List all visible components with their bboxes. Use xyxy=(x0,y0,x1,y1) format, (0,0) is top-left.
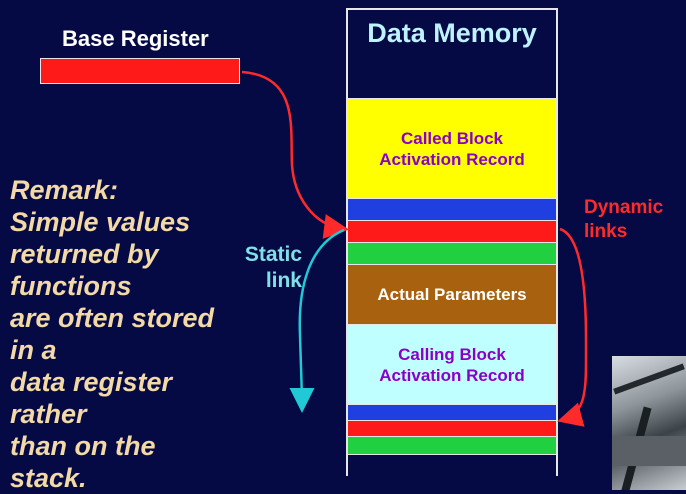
base-register-box xyxy=(40,58,240,84)
actual-parameters-block: Actual Parameters xyxy=(348,264,556,324)
called-block-red-slot xyxy=(348,220,556,242)
calling-block-green-slot xyxy=(348,436,556,454)
presenter-camera-thumbnail xyxy=(612,356,686,490)
dynamic-link-arrow xyxy=(557,227,588,427)
calling-block-red-slot xyxy=(348,420,556,436)
base-register-label: Base Register xyxy=(62,26,209,51)
called-block-blue-slot xyxy=(348,198,556,220)
memory-empty-slot xyxy=(348,454,556,476)
base-register-pointer-arrow xyxy=(241,70,349,239)
calling-block-activation-record: Calling Block Activation Record xyxy=(348,324,556,404)
data-memory-stack: Data Memory Called Block Activation Reco… xyxy=(346,8,558,476)
calling-block-blue-slot xyxy=(348,404,556,420)
static-link-arrow xyxy=(289,228,345,413)
data-memory-title: Data Memory xyxy=(367,18,537,48)
dynamic-links-label: Dynamic links xyxy=(584,197,664,242)
remark-text: Remark: Simple values returned by functi… xyxy=(10,175,215,493)
called-block-activation-record: Called Block Activation Record xyxy=(348,98,556,198)
static-link-label: Static link xyxy=(244,243,302,292)
called-block-green-slot xyxy=(348,242,556,264)
